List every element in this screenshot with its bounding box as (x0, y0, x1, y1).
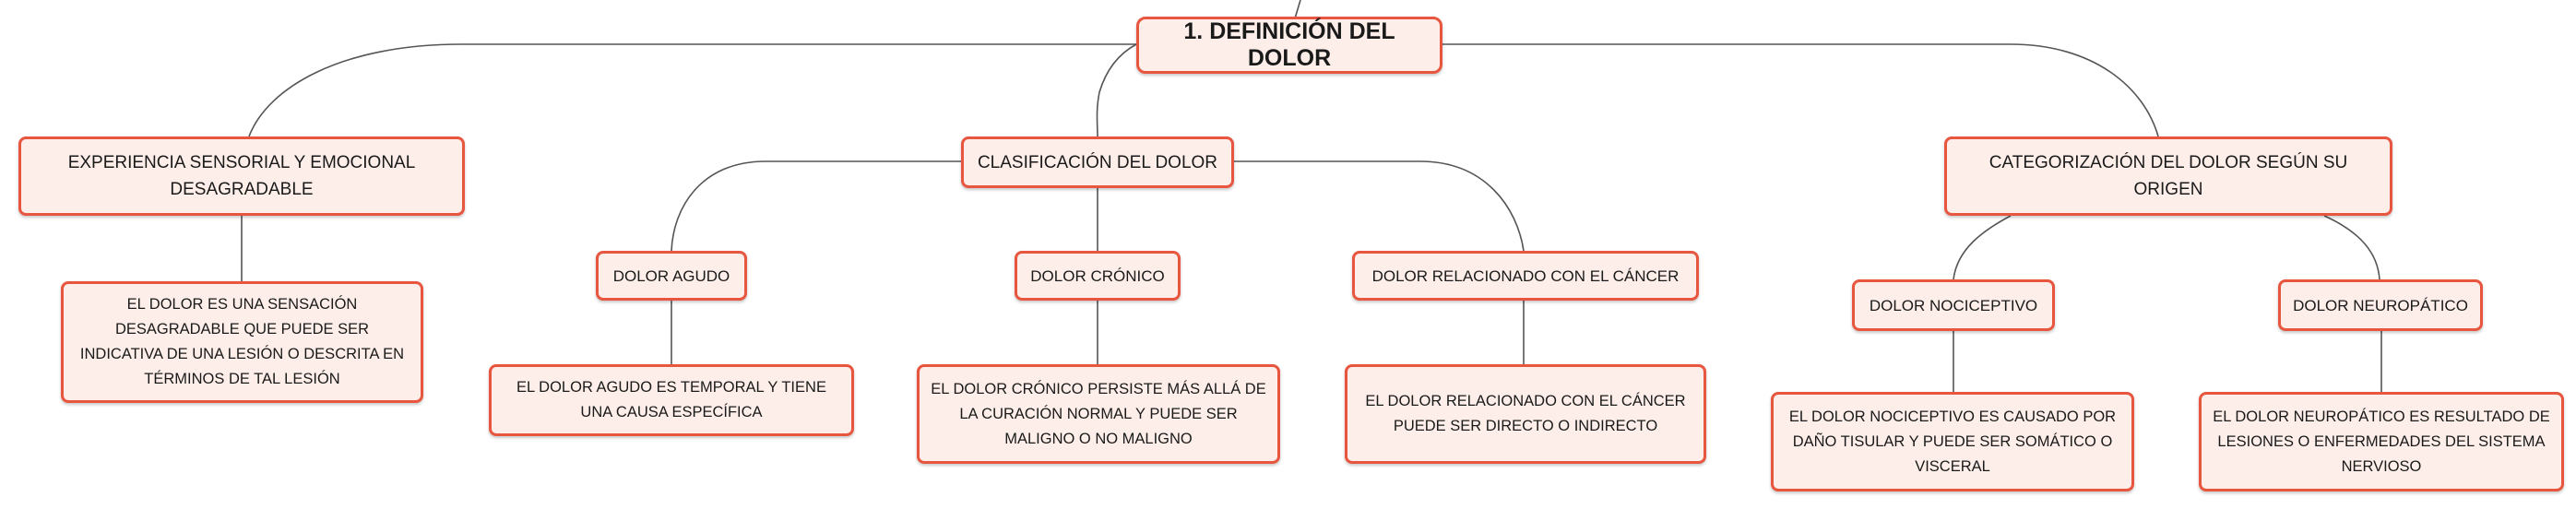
branch-experiencia-sensorial[interactable]: EXPERIENCIA SENSORIAL Y EMOCIONAL DESAGR… (18, 136, 465, 216)
node-dolor-nociceptivo-label: DOLOR NOCICEPTIVO (1869, 296, 2038, 314)
node-dolor-cancer-label: DOLOR RELACIONADO CON EL CÁNCER (1371, 266, 1680, 285)
node-dolor-agudo[interactable]: DOLOR AGUDO (596, 251, 747, 301)
leaf-dolor-nociceptivo-detail[interactable]: EL DOLOR NOCICEPTIVO ES CAUSADO POR DAÑO… (1771, 392, 2134, 491)
branch-clasificacion-dolor-label: CLASIFICACIÓN DEL DOLOR (977, 152, 1218, 172)
branch-clasificacion-dolor[interactable]: CLASIFICACIÓN DEL DOLOR (961, 136, 1234, 188)
node-dolor-agudo-label: DOLOR AGUDO (612, 266, 730, 285)
node-dolor-neuropatico[interactable]: DOLOR NEUROPÁTICO (2278, 279, 2483, 331)
leaf-dolor-neuropatico-detail-label: EL DOLOR NEUROPÁTICO ES RESULTADO DE LES… (2213, 408, 2550, 475)
node-dolor-cronico[interactable]: DOLOR CRÓNICO (1015, 251, 1181, 301)
leaf-dolor-neuropatico-detail[interactable]: EL DOLOR NEUROPÁTICO ES RESULTADO DE LES… (2199, 392, 2564, 491)
connector-root-branch-2 (1096, 43, 1137, 137)
node-dolor-nociceptivo[interactable]: DOLOR NOCICEPTIVO (1852, 279, 2055, 331)
leaf-dolor-cronico-detail-label: EL DOLOR CRÓNICO PERSISTE MÁS ALLÁ DE LA… (931, 380, 1266, 447)
connector-root-top (1294, 0, 1301, 19)
connector-root-branch-1 (248, 43, 1136, 137)
node-dolor-cronico-label: DOLOR CRÓNICO (1030, 266, 1165, 285)
root-node-label: 1. DEFINICIÓN DEL DOLOR (1183, 18, 1395, 71)
leaf-dolor-agudo-detail-label: EL DOLOR AGUDO ES TEMPORAL Y TIENE UNA C… (516, 379, 826, 420)
connector-branch-3-nociceptivo (1953, 215, 2012, 280)
leaf-sensacion-desagradable[interactable]: EL DOLOR ES UNA SENSACIÓN DESAGRADABLE Q… (61, 281, 423, 403)
leaf-dolor-agudo-detail[interactable]: EL DOLOR AGUDO ES TEMPORAL Y TIENE UNA C… (489, 364, 854, 436)
node-dolor-neuropatico-label: DOLOR NEUROPÁTICO (2293, 296, 2468, 314)
connector-branch-2-agudo (671, 160, 961, 252)
leaf-dolor-cronico-detail[interactable]: EL DOLOR CRÓNICO PERSISTE MÁS ALLÁ DE LA… (917, 364, 1280, 464)
leaf-dolor-cancer-detail-label: EL DOLOR RELACIONADO CON EL CÁNCER PUEDE… (1365, 393, 1686, 434)
connector-branch-3-neuropatico (2323, 215, 2380, 280)
node-dolor-cancer[interactable]: DOLOR RELACIONADO CON EL CÁNCER (1352, 251, 1699, 301)
leaf-dolor-cancer-detail[interactable]: EL DOLOR RELACIONADO CON EL CÁNCER PUEDE… (1345, 364, 1706, 464)
branch-categorizacion-origen-label: CATEGORIZACIÓN DEL DOLOR SEGÚN SU ORIGEN (1988, 153, 2348, 199)
connector-root-branch-3 (1442, 43, 2159, 137)
branch-categorizacion-origen[interactable]: CATEGORIZACIÓN DEL DOLOR SEGÚN SU ORIGEN (1944, 136, 2392, 216)
root-node[interactable]: 1. DEFINICIÓN DEL DOLOR (1136, 17, 1442, 74)
connector-branch-2-cancer (1234, 160, 1525, 252)
branch-experiencia-sensorial-label: EXPERIENCIA SENSORIAL Y EMOCIONAL DESAGR… (67, 153, 416, 199)
leaf-sensacion-desagradable-label: EL DOLOR ES UNA SENSACIÓN DESAGRADABLE Q… (79, 296, 405, 387)
leaf-dolor-nociceptivo-detail-label: EL DOLOR NOCICEPTIVO ES CAUSADO POR DAÑO… (1788, 408, 2117, 475)
